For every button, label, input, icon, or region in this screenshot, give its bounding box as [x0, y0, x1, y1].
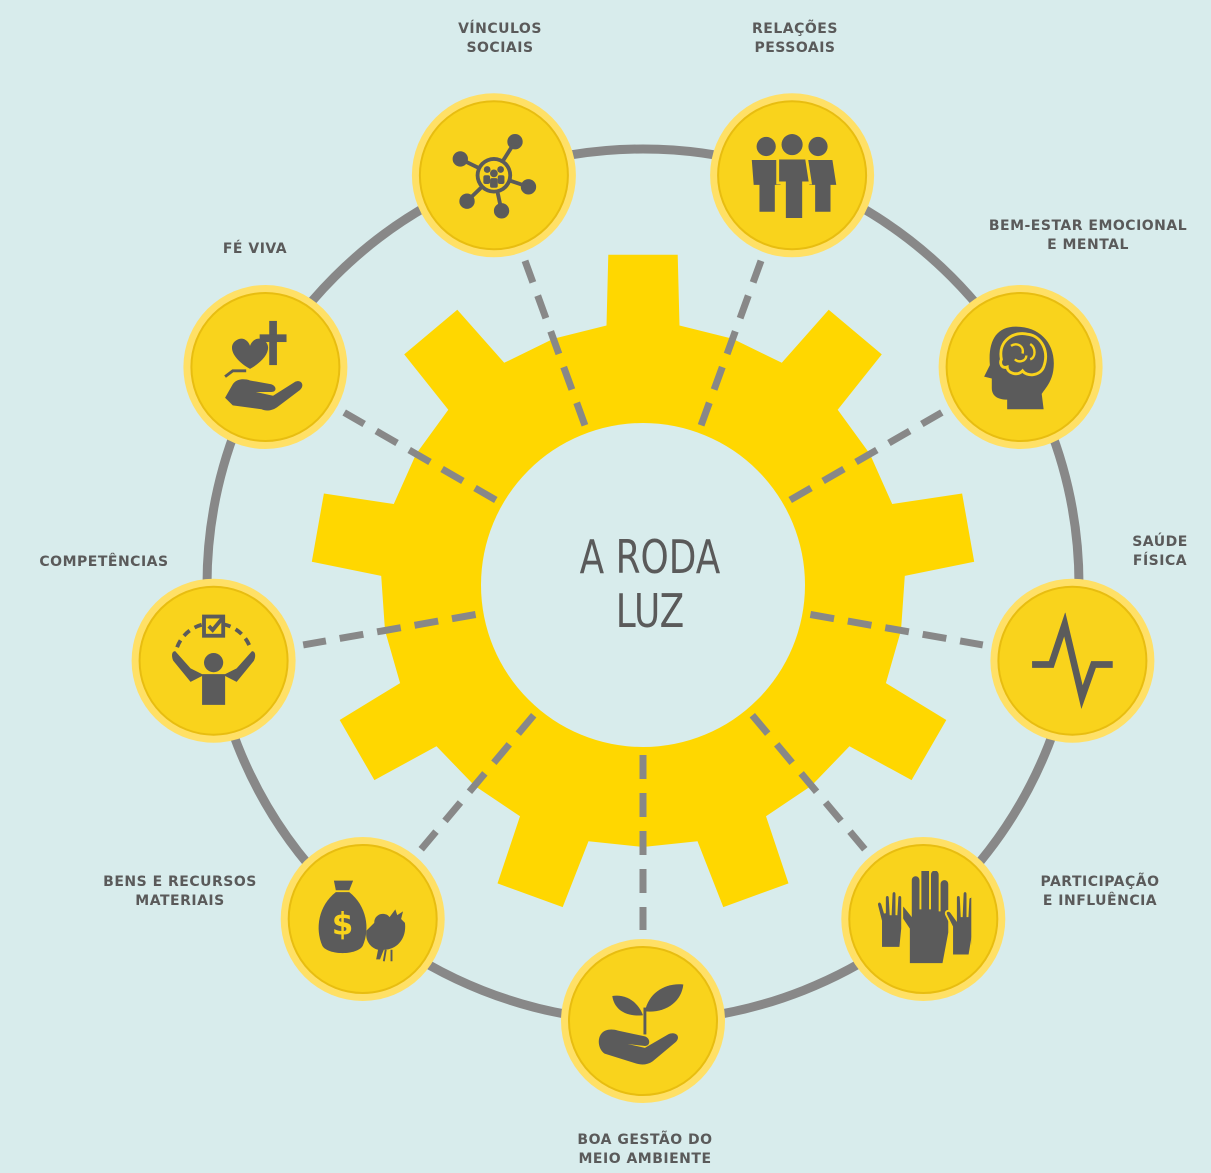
label-participacao: PARTICIPAÇÃO E INFLUÊNCIA: [1020, 873, 1180, 911]
label-line: MEIO AMBIENTE: [578, 1151, 712, 1167]
spoke-vinculos: [521, 259, 589, 427]
label-boa-gestao: BOA GESTÃO DO MEIO AMBIENTE: [555, 1131, 735, 1169]
three-people-icon: [750, 132, 838, 221]
label-line: PARTICIPAÇÃO: [1040, 874, 1160, 890]
label-line: FÍSICA: [1132, 553, 1188, 569]
label-saude-fisica: SAÚDE FÍSICA: [1110, 533, 1210, 571]
diagram-title: A RODA LUZ: [549, 530, 752, 638]
label-line: COMPETÊNCIAS: [39, 554, 169, 570]
label-bens-recursos: BENS E RECURSOS MATERIAIS: [80, 873, 280, 911]
label-line: MATERIAIS: [135, 893, 225, 909]
label-line: RELAÇÕES: [752, 21, 838, 37]
label-line: SAÚDE: [1132, 534, 1188, 550]
label-line: BOA GESTÃO DO: [577, 1132, 713, 1148]
label-line: E MENTAL: [1047, 237, 1129, 253]
label-bem-estar: BEM-ESTAR EMOCIONAL E MENTAL: [968, 217, 1208, 255]
node-inner-gestao: [568, 946, 718, 1096]
spoke-relacoes: [697, 259, 765, 427]
node-inner-fe: [190, 292, 341, 442]
spoke-competencias: [302, 611, 477, 649]
label-line: BEM-ESTAR EMOCIONAL: [988, 218, 1188, 234]
label-line: FÉ VIVA: [222, 241, 288, 257]
gear-hub: [481, 423, 805, 747]
label-vinculos-sociais: VÍNCULOS SOCIAIS: [420, 20, 580, 58]
spoke-participacao: [749, 712, 868, 852]
label-line: E INFLUÊNCIA: [1042, 893, 1158, 909]
label-line: VÍNCULOS: [458, 21, 542, 37]
spoke-bem_estar: [788, 409, 944, 504]
label-line: BENS E RECURSOS: [103, 874, 257, 890]
spoke-fe: [342, 409, 498, 504]
label-fe-viva: FÉ VIVA: [200, 240, 310, 259]
label-line: SOCIAIS: [466, 40, 534, 56]
title-line-1: A RODA: [579, 530, 721, 584]
label-relacoes-pessoais: RELAÇÕES PESSOAIS: [715, 20, 875, 58]
label-line: PESSOAIS: [754, 40, 836, 56]
dashed-spokes: [302, 259, 984, 930]
spoke-saude: [809, 611, 984, 649]
title-line-2: LUZ: [615, 584, 685, 638]
spoke-bens: [418, 712, 537, 852]
label-competencias: COMPETÊNCIAS: [14, 553, 194, 572]
